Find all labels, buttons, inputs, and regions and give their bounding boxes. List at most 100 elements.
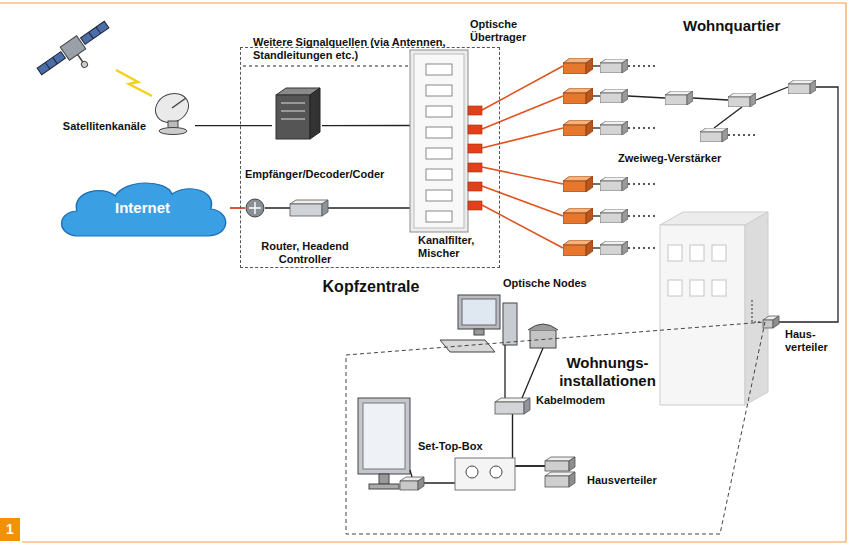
drawing-part	[363, 403, 405, 469]
node-shape	[245, 198, 265, 218]
node-shape	[495, 398, 530, 414]
node-shape	[150, 88, 195, 135]
connector	[265, 207, 410, 208]
drawing-part	[569, 457, 575, 471]
drawing-part	[468, 144, 482, 153]
drawing-part	[0, 3, 846, 542]
node-box: Empfänger/Decoder/Coder	[272, 85, 322, 140]
drawing-part	[426, 64, 452, 75]
node-box: Internet	[55, 178, 230, 238]
drawing-part	[276, 95, 310, 139]
drawing-part	[80, 60, 88, 68]
drawing-part	[96, 27, 101, 34]
drawing-part	[379, 474, 389, 484]
drawing-part	[482, 96, 563, 129]
drawing-part	[468, 182, 482, 191]
drawing-part	[600, 121, 628, 135]
drawing-part	[628, 96, 665, 98]
connector	[195, 125, 272, 126]
drawing-part	[322, 200, 328, 216]
node-box: Set-Top-Box	[400, 477, 424, 490]
drawing-part	[358, 398, 410, 474]
drawing-part	[668, 245, 682, 261]
node-shape	[545, 457, 575, 487]
drawing-part	[593, 247, 600, 248]
node-label: Optische Übertrager	[470, 18, 534, 44]
drawing-part	[53, 57, 58, 64]
drawing-part	[563, 88, 593, 104]
drawing-part	[495, 402, 524, 414]
drawing-part	[468, 163, 482, 172]
drawing-part	[400, 481, 418, 490]
drawing-part	[600, 59, 628, 73]
node-label: Hausverteiler	[587, 474, 657, 487]
node-label: Kanalfilter, Mischer	[418, 234, 488, 260]
drawing-part	[414, 54, 464, 228]
drawing-part	[690, 280, 704, 296]
drawing-part	[545, 461, 569, 471]
drawing-part	[690, 245, 704, 261]
text-label: Zweiweg-Verstärker	[618, 152, 721, 165]
drawing-part	[528, 324, 558, 330]
drawing-part	[468, 201, 482, 210]
drawing-part	[628, 215, 655, 216]
drawing-part	[45, 63, 50, 70]
node-box: Satellitenkanäle	[150, 88, 195, 135]
text-label: Weitere Signalquellen (via Antennen, Sta…	[253, 36, 453, 62]
node-box: Wohnungs- installationenKabelmodemSet-To…	[345, 300, 770, 537]
drawing-part	[35, 18, 120, 90]
drawing-part	[712, 280, 726, 296]
drawing-part	[468, 125, 482, 134]
drawing-part	[712, 245, 726, 261]
drawing-part	[593, 65, 600, 66]
node-box: Hausverteiler	[545, 457, 575, 487]
drawing-part	[628, 247, 655, 248]
connector	[230, 207, 245, 209]
drawing-part	[81, 21, 109, 44]
node-shape	[345, 300, 770, 537]
drawing-part	[563, 58, 593, 74]
drawing-part	[593, 95, 600, 96]
drawing-part	[700, 128, 728, 142]
drawing-part	[490, 466, 502, 478]
drawing-part	[172, 98, 186, 108]
node-label: Kabelmodem	[536, 394, 605, 407]
drawing-part	[482, 205, 563, 248]
drawing-part	[660, 225, 745, 405]
drawing-part	[290, 204, 322, 216]
drawing-part	[788, 80, 816, 94]
drawing-part	[426, 85, 452, 96]
drawing-part	[714, 107, 742, 128]
node-box: Kabelmodem	[495, 398, 530, 414]
drawing-part	[504, 345, 505, 398]
node-label: Set-Top-Box	[418, 440, 483, 453]
drawing-part	[249, 202, 261, 214]
drawing-part	[243, 66, 408, 67]
drawing-part	[37, 52, 65, 75]
drawing-part	[752, 300, 762, 322]
node-box: Optische ÜbertragerKanalfilter, Mischer	[410, 50, 482, 232]
node-box: KopfzentraleRouter, Headend ControllerEm…	[240, 47, 500, 268]
connector	[322, 125, 410, 126]
drawing-part	[89, 32, 94, 39]
node-label: Empfänger/Decoder/Coder	[245, 168, 384, 181]
node-shape	[410, 50, 482, 232]
drawing-part	[593, 183, 600, 184]
drawing-part	[369, 484, 399, 489]
drawing-part	[474, 329, 484, 335]
drawing-part	[159, 128, 187, 135]
drawing-part	[458, 295, 500, 329]
drawing-part	[563, 208, 593, 224]
drawing-part	[482, 167, 563, 184]
drawing-part	[440, 340, 495, 352]
drawing-part	[455, 458, 515, 490]
drawing-part	[628, 127, 655, 128]
drawing-part	[418, 477, 424, 490]
drawing-part	[466, 466, 478, 478]
connector	[513, 414, 546, 466]
node-shape	[400, 477, 424, 490]
drawing-part	[665, 91, 693, 105]
drawing-part	[426, 106, 452, 117]
drawing-part	[600, 241, 628, 255]
drawing-part	[426, 127, 452, 138]
